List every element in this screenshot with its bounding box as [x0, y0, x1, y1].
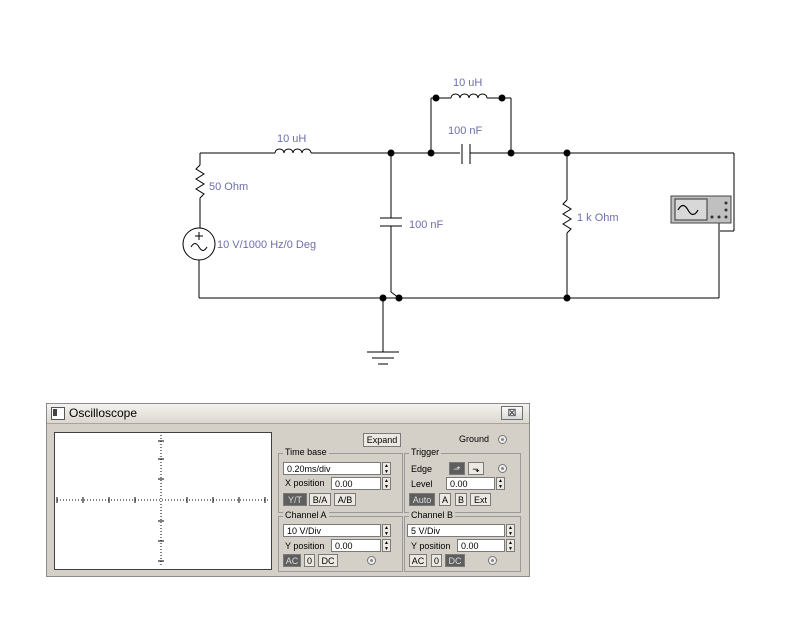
time-base-spinner[interactable]: ▲▼	[382, 462, 391, 475]
x-position-spinner[interactable]: ▲▼	[382, 477, 391, 490]
trigger-ext-button[interactable]: Ext	[470, 493, 491, 506]
channel-b-label: Channel B	[409, 510, 456, 520]
resistor-load-label: 1 k Ohm	[577, 212, 619, 224]
oscilloscope-window-icon	[51, 407, 65, 420]
channel-b-y-position-label: Y position	[411, 541, 451, 551]
edge-falling-button[interactable]: ⬎	[468, 462, 484, 475]
level-field[interactable]: 0.00	[446, 477, 495, 490]
trigger-b-button[interactable]: B	[455, 493, 467, 506]
channel-a-scale-field[interactable]: 10 V/Div	[283, 524, 381, 537]
x-position-field[interactable]: 0.00	[331, 477, 381, 490]
time-base-field[interactable]: 0.20ms/div	[283, 462, 381, 475]
inductor-l1[interactable]	[274, 148, 312, 154]
channel-b-scale-spinner[interactable]: ▲▼	[506, 524, 515, 537]
channel-a-label: Channel A	[283, 510, 329, 520]
channel-b-ac-button[interactable]: AC	[409, 554, 427, 567]
resistor-1k-ohm[interactable]	[562, 199, 572, 234]
channel-a-y-position-label: Y position	[285, 541, 325, 551]
channel-a-terminal[interactable]	[367, 556, 376, 565]
time-base-label: Time base	[283, 447, 329, 457]
ab-button[interactable]: A/B	[334, 493, 356, 506]
channel-b-scale-field[interactable]: 5 V/Div	[407, 524, 505, 537]
level-label: Level	[411, 479, 433, 489]
capacitor-shunt-label: 100 nF	[409, 219, 444, 231]
channel-a-scale-spinner[interactable]: ▲▼	[382, 524, 391, 537]
close-button[interactable]: ⊠	[501, 406, 523, 420]
channel-a-zero-button[interactable]: 0	[304, 554, 315, 567]
time-base-group	[278, 453, 403, 513]
resistor-source-label: 50 Ohm	[209, 181, 249, 193]
channel-b-dc-button[interactable]: DC	[445, 554, 465, 567]
oscilloscope-instrument-icon[interactable]	[670, 195, 732, 224]
channel-b-group	[404, 516, 521, 572]
yt-button[interactable]: Y/T	[283, 493, 307, 506]
edge-label: Edge	[411, 464, 433, 474]
channel-a-ac-button[interactable]: AC	[283, 554, 301, 567]
trigger-terminal[interactable]	[498, 464, 507, 473]
inductor-l2-label: 10 uH	[453, 77, 483, 89]
oscilloscope-window: Oscilloscope ⊠ Expand Ground Time base 0…	[46, 403, 530, 577]
source-label: 10 V/1000 Hz/0 Deg	[217, 239, 317, 251]
channel-b-y-position-spinner[interactable]: ▲▼	[506, 539, 515, 552]
inductor-l1-label: 10 uH	[277, 133, 307, 145]
trigger-group	[404, 453, 521, 513]
ground-terminal[interactable]	[498, 435, 507, 444]
level-spinner[interactable]: ▲▼	[496, 477, 505, 490]
expand-button[interactable]: Expand	[363, 433, 401, 447]
channel-a-group	[278, 516, 403, 572]
trigger-a-button[interactable]: A	[439, 493, 451, 506]
ground-label: Ground	[459, 434, 490, 444]
window-title: Oscilloscope	[69, 406, 138, 420]
edge-rising-button[interactable]: ⬏	[449, 462, 465, 475]
capacitor-series-label: 100 nF	[448, 125, 483, 137]
oscilloscope-display	[54, 432, 272, 570]
channel-b-terminal[interactable]	[488, 556, 497, 565]
channel-b-y-position-field[interactable]: 0.00	[457, 539, 505, 552]
resistor-50-ohm[interactable]	[195, 164, 205, 199]
trigger-auto-button[interactable]: Auto	[409, 493, 435, 506]
channel-a-y-position-spinner[interactable]: ▲▼	[382, 539, 391, 552]
circuit-schematic	[182, 93, 735, 365]
channel-a-y-position-field[interactable]: 0.00	[331, 539, 381, 552]
inductor-l2[interactable]	[450, 93, 488, 99]
x-position-label: X position	[285, 478, 325, 488]
channel-b-zero-button[interactable]: 0	[431, 554, 442, 567]
trigger-label: Trigger	[409, 447, 442, 457]
title-bar[interactable]: Oscilloscope ⊠	[47, 404, 529, 424]
ba-button[interactable]: B/A	[309, 493, 331, 506]
channel-a-dc-button[interactable]: DC	[318, 554, 338, 567]
